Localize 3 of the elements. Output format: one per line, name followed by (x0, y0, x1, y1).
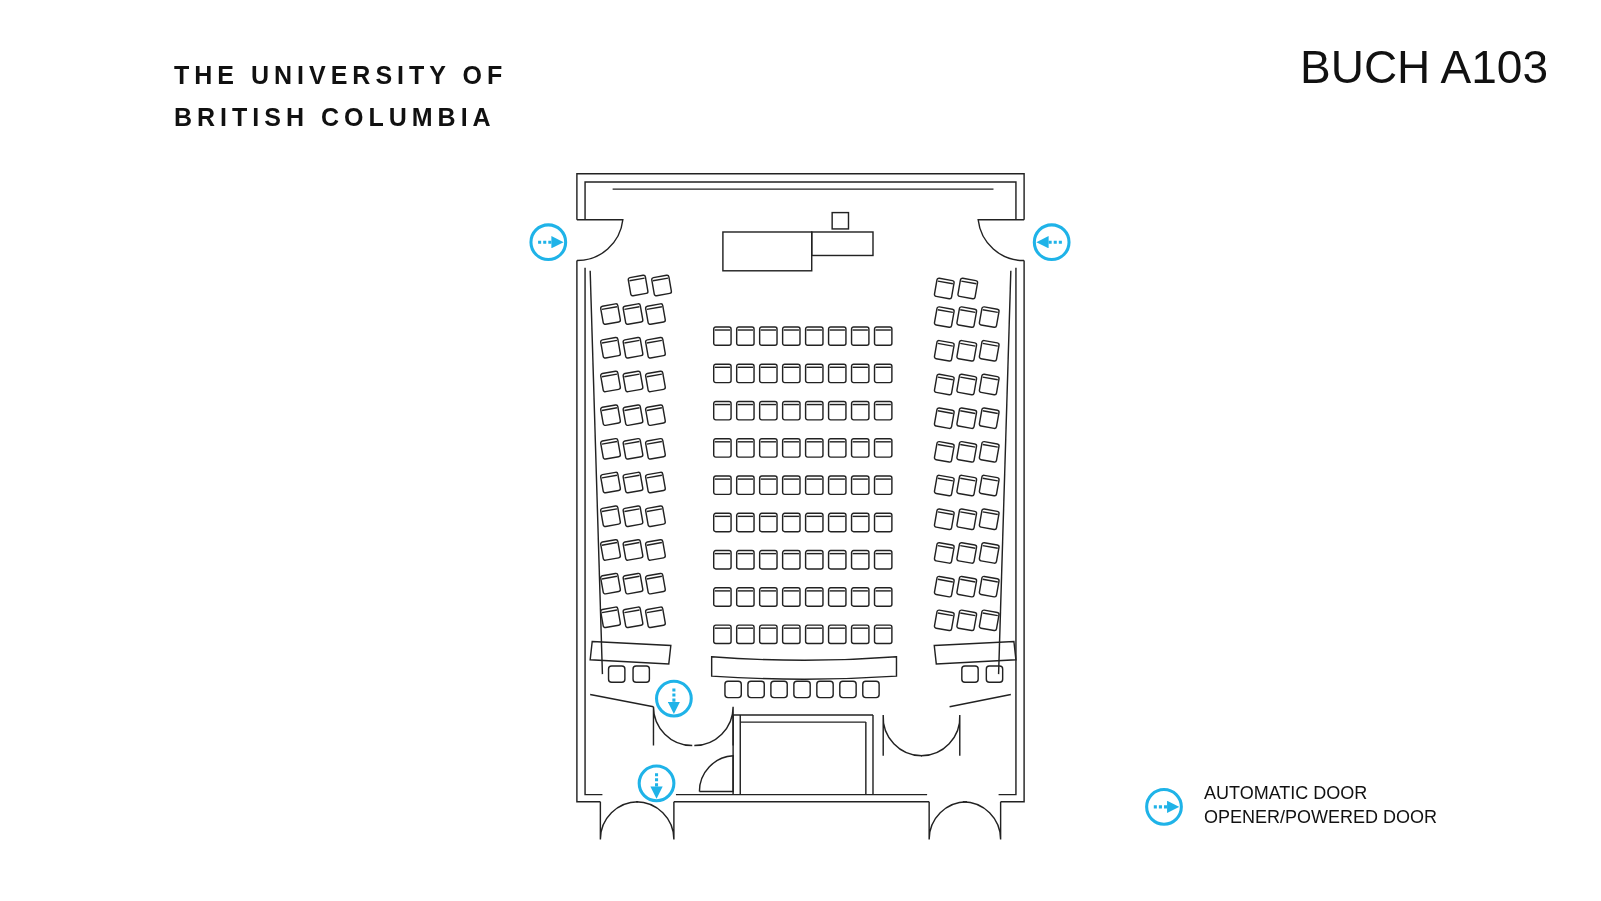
legend-text: AUTOMATIC DOOR OPENER/POWERED DOOR (1204, 782, 1439, 829)
university-name: THE UNIVERSITY OF BRITISH COLUMBIA (174, 60, 509, 133)
room-title: BUCH A103 (1300, 40, 1548, 94)
